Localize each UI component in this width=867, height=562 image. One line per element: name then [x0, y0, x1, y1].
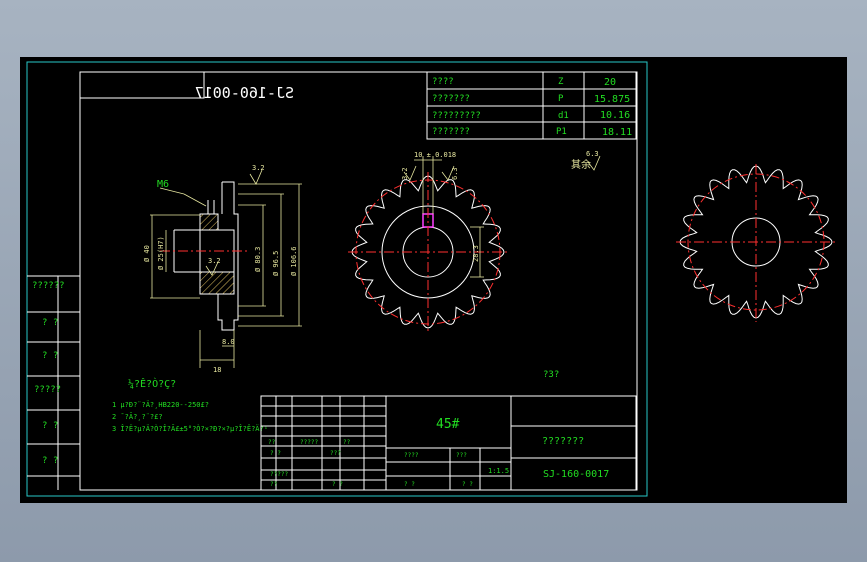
- side-panel-label: ? ?: [42, 318, 58, 328]
- param-symbol: P1: [556, 127, 567, 137]
- title-block-cell: ? ?: [332, 481, 343, 488]
- dim-right: Ø 80.3: [254, 247, 262, 272]
- right-view: [676, 164, 836, 322]
- m6-label: M6: [157, 179, 169, 190]
- param-name: ???????: [432, 127, 470, 137]
- param-value: 10.16: [600, 110, 630, 121]
- dim-bottom-small: 8.0: [222, 338, 235, 346]
- model-space-background: [20, 57, 847, 503]
- param-value: 20: [604, 77, 616, 88]
- param-value: 18.11: [602, 127, 632, 138]
- side-panel-label: ??????: [32, 281, 65, 291]
- param-value: 15.875: [594, 94, 630, 105]
- drawing-outer-frame: [26, 61, 648, 497]
- bore-dim: 28.3: [472, 245, 480, 262]
- title-block: [260, 395, 637, 491]
- note-label: ?3?: [543, 370, 559, 380]
- roughness-left: 3.2: [401, 167, 409, 180]
- side-panel-label: ? ?: [42, 351, 58, 361]
- material: 45#: [436, 417, 460, 432]
- roughness-right: 6.3: [451, 167, 459, 180]
- side-panel: [27, 275, 80, 490]
- param-symbol: P: [558, 94, 564, 104]
- remaining-value: 6.3: [586, 150, 599, 158]
- part-name: ???????: [542, 436, 584, 447]
- scale: 1:1.5: [488, 467, 509, 475]
- roughness-top: 3.2: [252, 164, 265, 172]
- param-name: ????: [432, 77, 454, 87]
- roughness-mid: 3.2: [208, 257, 221, 265]
- side-panel-label: ?????: [34, 385, 61, 395]
- front-sprocket-outline: [351, 175, 505, 329]
- hub-hatch-upper: [199, 213, 219, 231]
- keyway-dim: 10 ± 0.018: [414, 151, 456, 159]
- dim-left: Ø 25(H7): [157, 236, 165, 270]
- param-name: ?????????: [432, 111, 481, 121]
- side-panel-label: ? ?: [42, 421, 58, 431]
- notes-line: 1 µ?Ð?¨?Ä?¸HB220--250£?: [112, 400, 209, 409]
- dim-right: Ø 106.6: [290, 246, 298, 276]
- notes-line: 2 ¯?Ã?¸?¨?£?: [112, 412, 163, 421]
- title-block-cell: ?????: [270, 471, 288, 478]
- side-panel-labels: ?????? ? ? ? ? ????? ? ? ? ?: [32, 281, 65, 466]
- param-name: ???????: [432, 94, 470, 104]
- title-block-cell: ????: [404, 452, 419, 459]
- title-block-cell: ??: [268, 439, 276, 446]
- title-block-cell: ? ?: [462, 481, 473, 488]
- title-block-text: 45# ??????? SJ-160-0017 1:1.5 ?? ????? ?…: [268, 417, 609, 488]
- side-panel-label: ? ?: [42, 456, 58, 466]
- drawing-number: SJ-160-0017: [543, 469, 609, 480]
- side-section-view: M6 Ø 80.3 Ø 96.5 Ø 106.6 Ø 40 Ø 25(H7) 8…: [143, 164, 302, 374]
- notes-line: 3 Î?Ë?µ?Ä?Ò?Î?Ã£±5°?Ò?×?Ð?×?µ?Î?Ê?Ä?¹: [112, 424, 268, 433]
- title-block-cell: ???: [330, 450, 341, 457]
- title-block-cell: ? ?: [270, 450, 281, 457]
- dim-right: Ø 96.5: [272, 251, 280, 276]
- parameter-table-text: ???? Z 20 ??????? P 15.875 ????????? d1 …: [432, 77, 632, 138]
- drawing-number-box: [79, 71, 205, 99]
- title-block-cell: ?????: [300, 439, 318, 446]
- title-block-cell: ??: [270, 481, 278, 488]
- title-block-cell: ? ?: [404, 481, 415, 488]
- technical-notes: ¼?Ê?Ò?Ç? 1 µ?Ð?¨?Ä?¸HB220--250£? 2 ¯?Ã?¸…: [112, 377, 268, 433]
- dim-left: Ø 40: [143, 245, 151, 262]
- remaining-label: 其余: [571, 158, 591, 171]
- dim-bottom: 18: [213, 366, 221, 374]
- param-symbol: Z: [558, 77, 564, 87]
- param-symbol: d1: [558, 111, 569, 121]
- title-block-cell: ???: [456, 452, 467, 459]
- sprocket-profile: [217, 181, 239, 331]
- parameter-table: [426, 71, 637, 140]
- drawing-number-mirrored: SJ-160-0017: [195, 84, 294, 102]
- front-view: 10 ± 0.018 3.2 6.3 28.3 其余 6.3 ?3?: [348, 150, 601, 380]
- notes-title: ¼?Ê?Ò?Ç?: [128, 377, 176, 390]
- title-block-cell: ??: [343, 439, 351, 446]
- hub-hatch-lower: [199, 271, 235, 295]
